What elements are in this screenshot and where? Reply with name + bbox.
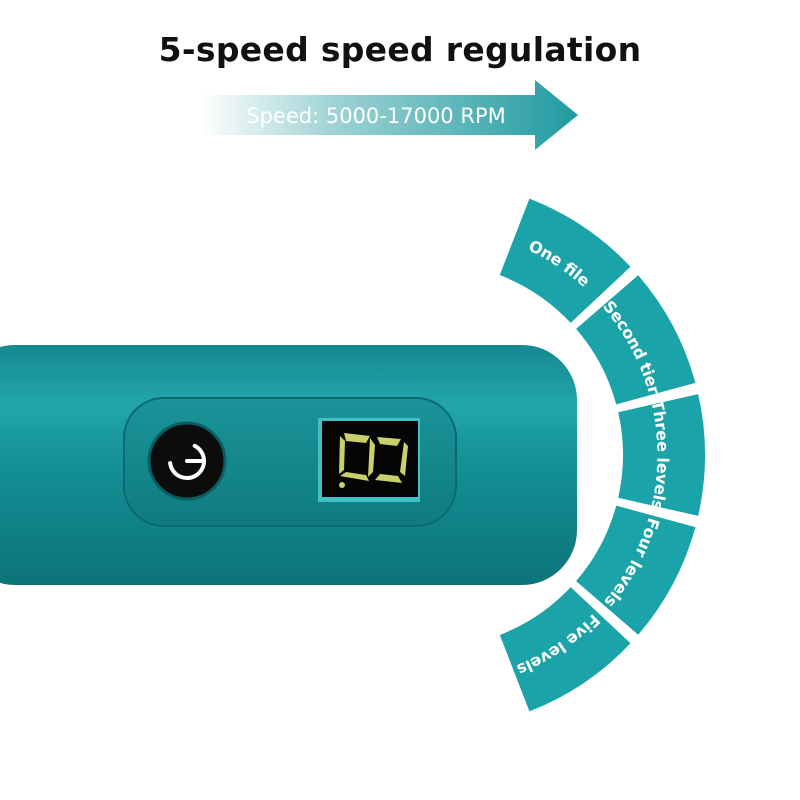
speed-level-arc <box>499 198 705 712</box>
speed-range-label: Speed: 5000-17000 RPM <box>246 104 505 128</box>
level-segment-1 <box>499 198 631 323</box>
device-body <box>0 345 577 585</box>
display-digits <box>339 433 408 488</box>
level-segment-2 <box>576 275 696 405</box>
level-segment-5 <box>499 587 631 712</box>
power-icon <box>168 443 206 480</box>
level-segment-3 <box>618 394 705 516</box>
digital-display <box>318 418 420 502</box>
page-title: 5-speed speed regulation <box>158 30 642 69</box>
level-segment-4 <box>576 505 696 635</box>
speed-arrow: Speed: 5000-17000 RPM <box>200 80 578 150</box>
power-button[interactable] <box>147 421 227 501</box>
